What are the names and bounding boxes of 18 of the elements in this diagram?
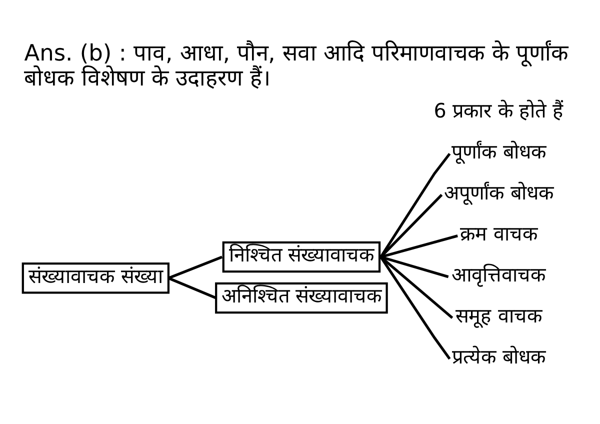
node-text: समूह वाचक — [455, 304, 542, 327]
node-text: पूर्णांक बोधक — [451, 140, 546, 163]
connector — [380, 234, 458, 258]
node-box: संख्यावाचक संख्या — [22, 262, 170, 294]
node-box: अनिश्चित संख्यावाचक — [215, 282, 388, 314]
node-text: आवृत्तिवाचक — [452, 262, 546, 286]
node-text: प्रत्येक बोधक — [452, 344, 546, 368]
label: 6 प्रकार के होते हैं — [434, 98, 564, 122]
node-text: क्रम वाचक — [460, 222, 538, 245]
diagram-title: Ans. (b) : पाव, आधा, पौन, सवा आदि परिमाणवाचक के पूर्णांक बोधक विशेषण के उदाहरण हैं। — [24, 40, 568, 92]
node-text: अपूर्णांक बोधक — [444, 180, 554, 204]
connector — [380, 193, 443, 258]
connector — [168, 255, 223, 279]
node-box: निश्चित संख्यावाचक — [222, 240, 381, 272]
connector — [380, 152, 451, 258]
connector — [380, 255, 454, 318]
connector — [168, 276, 217, 299]
connector — [380, 256, 451, 360]
